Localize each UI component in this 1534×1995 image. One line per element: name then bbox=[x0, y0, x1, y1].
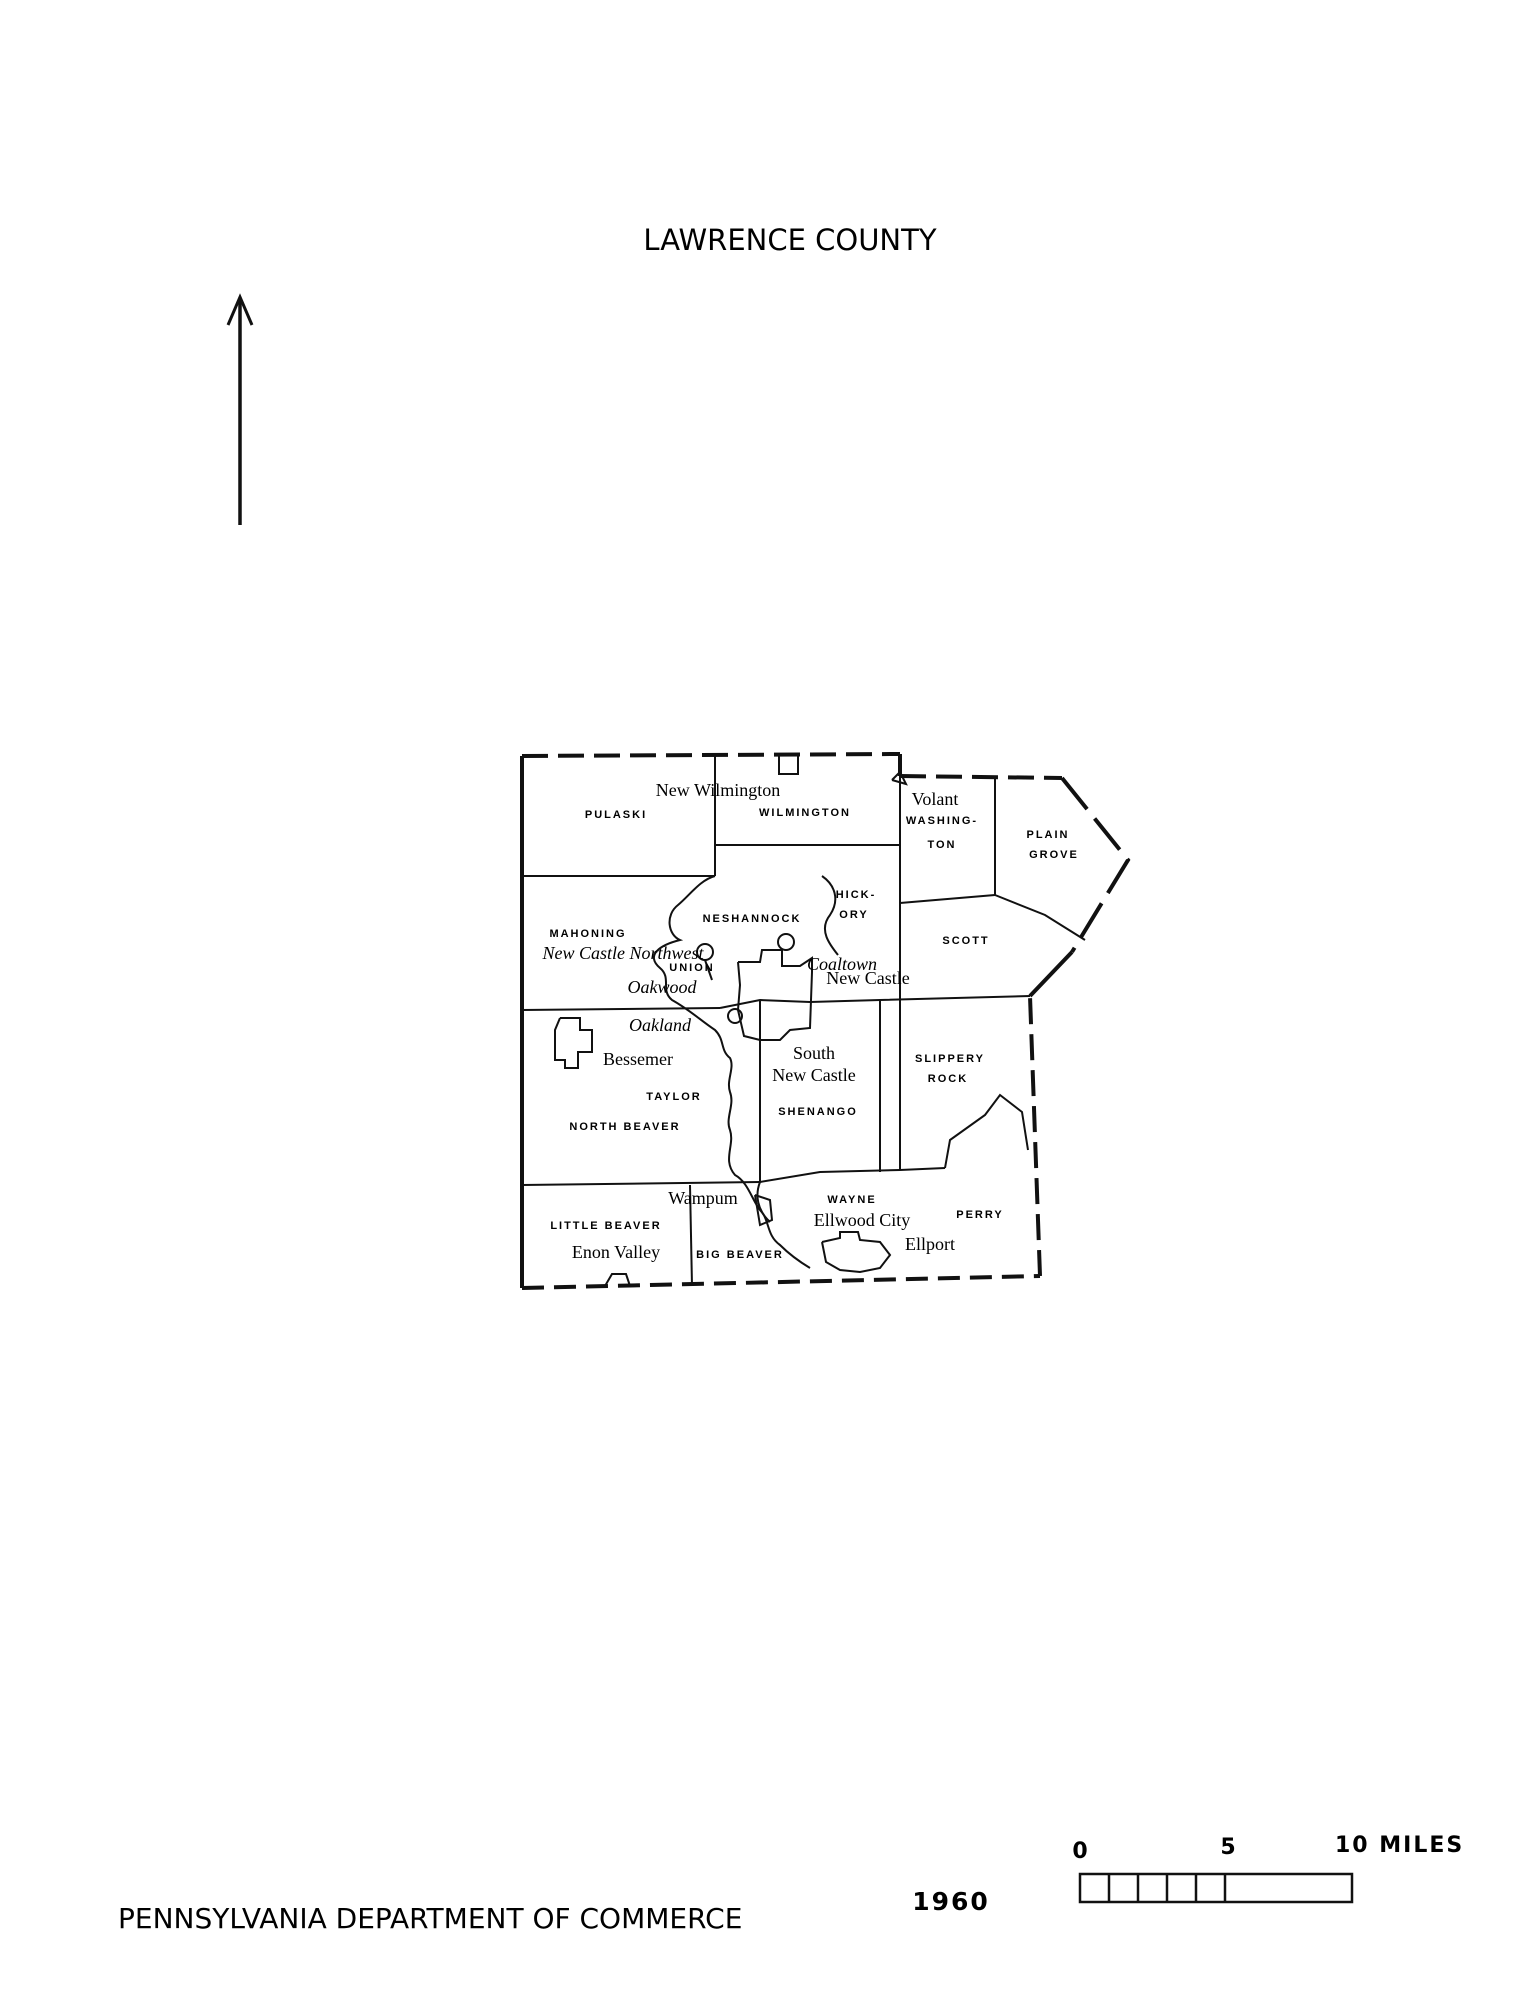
township-scott: SCOTT bbox=[942, 935, 989, 947]
place-south-new-castle-1: South bbox=[793, 1043, 835, 1063]
place-new-castle: New Castle bbox=[826, 968, 909, 988]
township-big-beaver: BIG BEAVER bbox=[696, 1249, 784, 1261]
township-perry: PERRY bbox=[956, 1209, 1004, 1221]
township-plain-grove-2: GROVE bbox=[1029, 849, 1079, 861]
township-little-beaver: LITTLE BEAVER bbox=[550, 1220, 661, 1232]
publisher-credit: PENNSYLVANIA DEPARTMENT OF COMMERCE bbox=[118, 1902, 742, 1935]
place-enon-valley: Enon Valley bbox=[572, 1242, 660, 1262]
township-washington-2: TON bbox=[927, 839, 956, 851]
north-arrow-icon bbox=[226, 293, 254, 525]
township-union: UNION bbox=[669, 962, 714, 974]
township-hickory-1: HICK- bbox=[836, 889, 877, 901]
township-washington-1: WASHING- bbox=[906, 815, 978, 827]
place-new-castle-northwest: New Castle Northwest bbox=[541, 943, 704, 963]
place-new-wilmington: New Wilmington bbox=[656, 780, 780, 800]
township-north-beaver: NORTH BEAVER bbox=[569, 1121, 680, 1133]
place-oakwood: Oakwood bbox=[628, 977, 698, 997]
place-labels: New Wilmington Volant New Castle Northwe… bbox=[541, 780, 958, 1262]
township-plain-grove-1: PLAIN bbox=[1027, 829, 1070, 841]
township-mahoning: MAHONING bbox=[549, 928, 626, 940]
place-oakland: Oakland bbox=[629, 1015, 692, 1035]
township-boundaries bbox=[521, 756, 1086, 1287]
scale-tick-0: 0 bbox=[1072, 1839, 1087, 1864]
borough-outlines bbox=[554, 756, 908, 1287]
township-neshannock: NESHANNOCK bbox=[703, 913, 802, 925]
map-year: 1960 bbox=[912, 1887, 990, 1916]
scale-tick-5: 5 bbox=[1220, 1835, 1235, 1860]
township-slippery-rock-2: ROCK bbox=[928, 1073, 968, 1085]
township-wilmington: WILMINGTON bbox=[759, 807, 851, 819]
place-south-new-castle-2: New Castle bbox=[772, 1065, 855, 1085]
township-labels: PULASKI WILMINGTON WASHING- TON PLAIN GR… bbox=[549, 807, 1079, 1261]
scale-tick-10: 10 MILES bbox=[1335, 1833, 1464, 1858]
place-ellport: Ellport bbox=[905, 1234, 955, 1254]
place-ellwood-city: Ellwood City bbox=[814, 1210, 911, 1230]
map-title: LAWRENCE COUNTY bbox=[643, 223, 936, 257]
place-volant: Volant bbox=[912, 789, 959, 809]
township-taylor: TAYLOR bbox=[646, 1091, 701, 1103]
township-hickory-2: ORY bbox=[839, 909, 868, 921]
place-bessemer: Bessemer bbox=[603, 1049, 673, 1069]
place-wampum: Wampum bbox=[668, 1188, 738, 1208]
township-slippery-rock-1: SLIPPERY bbox=[915, 1053, 985, 1065]
township-pulaski: PULASKI bbox=[585, 809, 647, 821]
township-wayne: WAYNE bbox=[827, 1194, 876, 1206]
county-boundary bbox=[520, 752, 1131, 1290]
township-shenango: SHENANGO bbox=[778, 1106, 858, 1118]
scale-bar: 0 5 10 MILES bbox=[1072, 1833, 1464, 1904]
place-coaltown: Coaltown bbox=[807, 954, 877, 974]
